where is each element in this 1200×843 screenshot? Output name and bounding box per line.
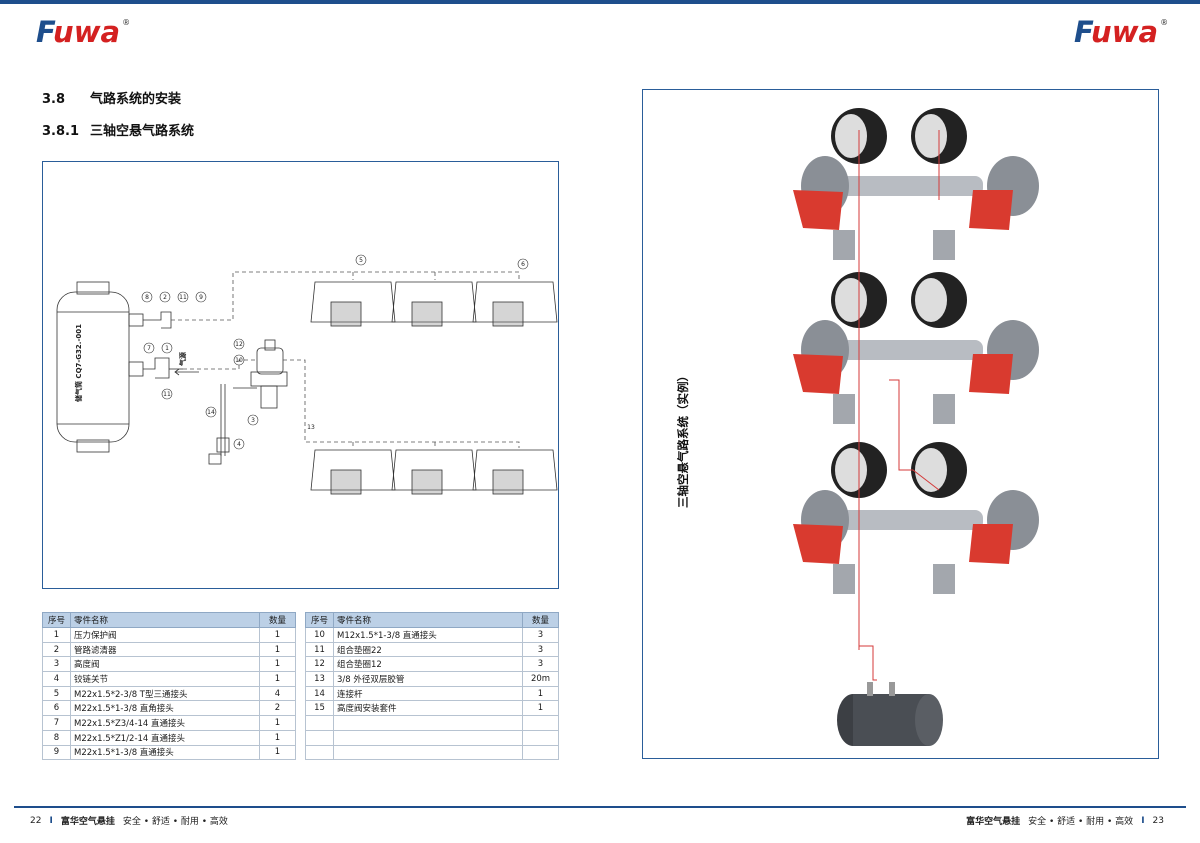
header-name: 零件名称 [333, 612, 523, 628]
top-accent-bar [0, 0, 1200, 4]
callout-10: 10 [235, 357, 243, 364]
page-number-left: 22 [30, 815, 42, 826]
table-row [305, 715, 559, 731]
footer-slogan: 安全 • 舒适 • 耐用 • 高效 [1028, 817, 1134, 827]
callout-7: 7 [147, 345, 151, 352]
photo-caption: 三轴空悬气路系统（实例） [675, 358, 690, 508]
axle-assembly-illustration [793, 108, 1039, 746]
callout-13: 13 [307, 424, 315, 431]
footer-slogan: 安全 • 舒适 • 耐用 • 高效 [122, 817, 228, 827]
callout-12: 12 [235, 341, 243, 348]
footer-left: 22 I 富华空气悬挂 安全 • 舒适 • 耐用 • 高效 [30, 814, 228, 828]
logo-first-letter: F [36, 15, 54, 49]
callout-3: 3 [251, 417, 255, 424]
axle-row-3 [793, 442, 1039, 594]
logo-first-letter: F [1074, 15, 1092, 49]
logo-rest: uwa [53, 15, 121, 49]
header-index: 序号 [42, 612, 71, 628]
footer-company: 富华空气悬挂 [60, 817, 115, 827]
axle-row-2 [793, 272, 1039, 424]
header-qty: 数量 [259, 612, 296, 628]
callout-6: 6 [521, 261, 525, 268]
section-title: 气路系统的安装 [90, 92, 182, 107]
footer-separator: I [49, 815, 53, 826]
logo-rest: uwa [1091, 15, 1159, 49]
registered-mark: ® [122, 18, 131, 27]
table-row [305, 744, 559, 761]
callout-circles [141, 254, 529, 450]
footer-divider [14, 806, 1186, 808]
air-tank [56, 291, 130, 443]
air-lines [171, 271, 520, 448]
page-number-right: 23 [1152, 815, 1164, 826]
callout-11b: 11 [163, 391, 171, 398]
section-number: 3.8 [42, 92, 66, 107]
callout-9: 9 [199, 294, 203, 301]
header-name: 零件名称 [70, 612, 260, 628]
callout-1: 1 [165, 345, 169, 352]
axle-row-1 [793, 108, 1039, 260]
footer-right: 富华空气悬挂 安全 • 舒适 • 耐用 • 高效 I 23 [966, 814, 1164, 828]
brand-logo-right: Fuwa ® [1074, 14, 1168, 50]
callout-5: 5 [359, 257, 363, 264]
brand-logo-left: Fuwa ® [36, 14, 130, 50]
table-header-row: 序号 零件名称 数量 [305, 612, 559, 628]
callout-14: 14 [207, 409, 215, 416]
example-photo-panel [642, 89, 1159, 759]
subsection-title: 三轴空悬气路系统 [90, 124, 195, 139]
callout-11: 11 [179, 294, 187, 301]
tank-label: 储气筒 CQ7-G32.-001 [74, 324, 83, 403]
table-header-row: 序号 零件名称 数量 [42, 612, 296, 628]
header-qty: 数量 [522, 612, 559, 628]
subsection-heading: 3.8.1 三轴空悬气路系统 [42, 120, 194, 139]
lower-air-springs [310, 449, 558, 495]
photo-air-tank [837, 682, 943, 746]
footer-separator: I [1141, 815, 1145, 826]
footer-company: 富华空气悬挂 [966, 817, 1021, 827]
subsection-number: 3.8.1 [42, 124, 80, 139]
callout-8: 8 [145, 294, 149, 301]
air-source-label: 气源 [178, 352, 187, 367]
callout-2: 2 [163, 294, 167, 301]
section-heading: 3.8 气路系统的安装 [42, 88, 181, 107]
air-circuit-schematic: 8 2 11 9 7 1 11 12 10 3 4 14 5 6 13 储气筒 … [42, 161, 559, 589]
table-row [305, 729, 559, 746]
upper-air-springs [310, 281, 558, 327]
header-index: 序号 [305, 612, 334, 628]
photo-caption-text: 三轴空悬气路系统（实例） [676, 370, 690, 508]
air-lines-red [858, 130, 940, 681]
callout-4: 4 [237, 441, 241, 448]
registered-mark: ® [1160, 18, 1169, 27]
schematic-drawing: 8 2 11 9 7 1 11 12 10 3 4 14 5 6 13 储气筒 … [56, 254, 558, 495]
